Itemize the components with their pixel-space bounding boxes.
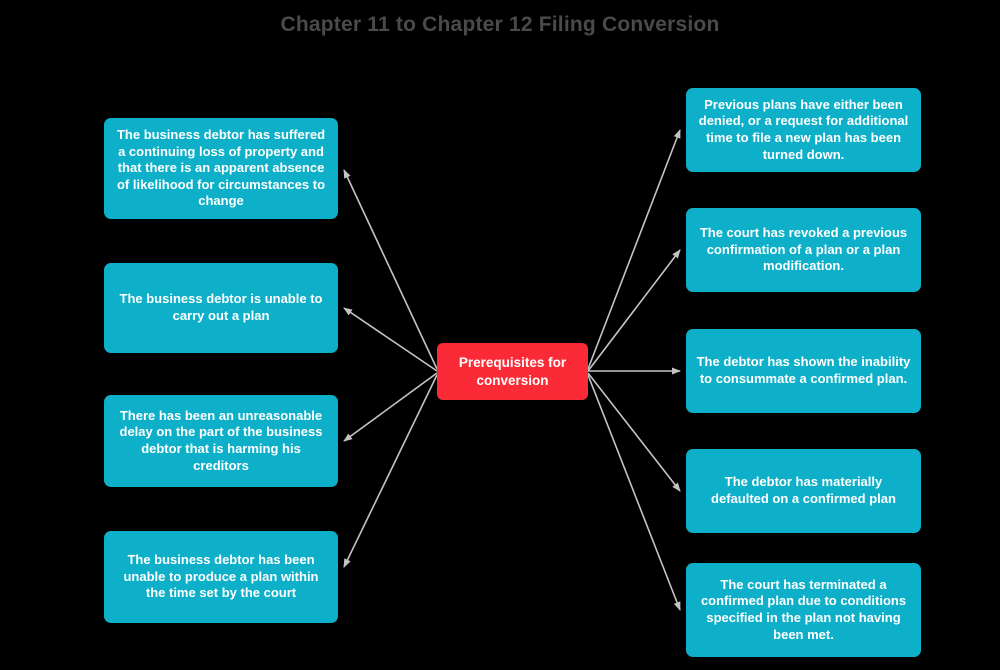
edge-center-to-right-5 <box>587 374 681 611</box>
edge-center-to-right-1 <box>587 129 681 370</box>
right-node-materially-defaulted[interactable]: The debtor has materially defaulted on a… <box>686 449 921 533</box>
right-node-court-revoked-confirmation[interactable]: The court has revoked a previous confirm… <box>686 208 921 292</box>
edge-center-to-left-4 <box>343 374 438 568</box>
center-node-prerequisites-for-conversion[interactable]: Prerequisites for conversion <box>437 343 588 400</box>
right-node-label: The debtor has materially defaulted on a… <box>711 474 896 506</box>
left-node-label: The business debtor has been unable to p… <box>123 552 319 601</box>
edge-center-to-left-3 <box>343 372 438 442</box>
page-title: Chapter 11 to Chapter 12 Filing Conversi… <box>280 13 720 36</box>
edge-center-to-left-1 <box>343 169 438 370</box>
right-node-inability-to-consummate-plan[interactable]: The debtor has shown the inability to co… <box>686 329 921 413</box>
left-node-unreasonable-delay[interactable]: There has been an unreasonable delay on … <box>104 395 338 487</box>
left-node-continuing-loss-of-property[interactable]: The business debtor has suffered a conti… <box>104 118 338 219</box>
edge-center-to-right-2 <box>587 249 681 372</box>
center-node-label: Prerequisites for conversion <box>458 355 567 388</box>
left-node-label: There has been an unreasonable delay on … <box>119 407 323 473</box>
edge-center-to-right-4 <box>587 372 681 492</box>
right-node-label: The court has revoked a previous confirm… <box>699 225 908 274</box>
left-node-label: The business debtor has suffered a conti… <box>116 126 326 209</box>
edge-center-to-left-2 <box>343 307 438 372</box>
right-node-label: The court has terminated a confirmed pla… <box>700 576 907 642</box>
left-node-label: The business debtor is unable to carry o… <box>119 291 323 323</box>
right-node-label: Previous plans have either been denied, … <box>698 96 909 162</box>
left-node-unable-to-produce-plan-in-time[interactable]: The business debtor has been unable to p… <box>104 531 338 623</box>
right-node-previous-plans-denied[interactable]: Previous plans have either been denied, … <box>686 88 921 172</box>
right-node-label: The debtor has shown the inability to co… <box>696 354 911 386</box>
left-node-unable-to-carry-out-plan[interactable]: The business debtor is unable to carry o… <box>104 263 338 353</box>
right-node-court-terminated-plan[interactable]: The court has terminated a confirmed pla… <box>686 563 921 657</box>
